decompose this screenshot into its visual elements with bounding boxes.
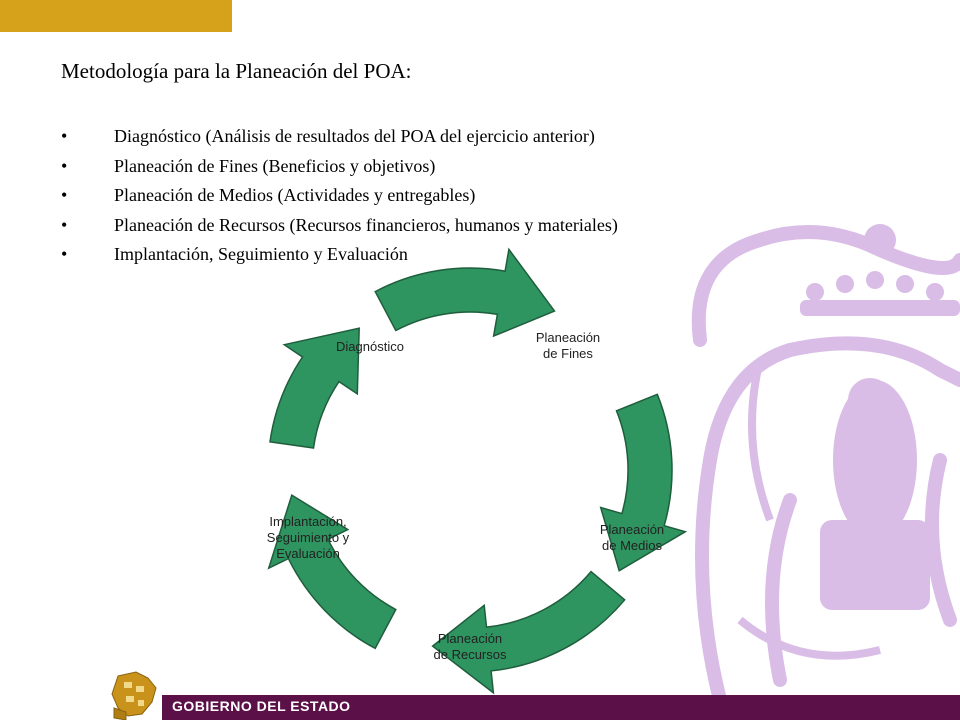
methodology-bullet-list: • Diagnóstico (Análisis de resultados del… xyxy=(61,122,618,270)
bullet-text: Planeación de Recursos (Recursos financi… xyxy=(114,214,618,235)
arrow-diagnostico-to-fines xyxy=(374,247,556,338)
bullet-item: • Planeación de Medios (Actividades y ent… xyxy=(61,181,618,211)
coat-of-arms-watermark xyxy=(691,224,960,700)
footer-bar: GOBIERNO DEL ESTADO xyxy=(162,695,960,720)
bullet-text: Planeación de Medios (Actividades y entr… xyxy=(114,185,476,205)
bullet-dot: • xyxy=(61,185,68,205)
bullet-item: • Planeación de Fines (Beneficios y objet… xyxy=(61,152,618,182)
bullet-dot: • xyxy=(61,244,68,264)
bullet-item: • Diagnóstico (Análisis de resultados del… xyxy=(61,122,618,152)
bullet-text: Planeación de Fines (Beneficios y objeti… xyxy=(114,155,436,176)
bullet-dot: • xyxy=(61,126,68,146)
arrow-medios-to-recursos xyxy=(431,570,626,695)
bullet-text: Diagnóstico (Análisis de resultados del … xyxy=(114,126,595,146)
arrow-fines-to-medios xyxy=(599,393,688,572)
state-logo-icon xyxy=(111,671,157,720)
top-accent-bar xyxy=(0,0,232,32)
bullet-dot: • xyxy=(61,214,68,235)
page-title: Metodología para la Planeación del POA: xyxy=(61,59,412,83)
arrow-recursos-to-implantacion xyxy=(267,493,397,650)
footer-label: GOBIERNO DEL ESTADO xyxy=(172,698,351,714)
arrow-implantacion-to-diagnostico xyxy=(269,327,360,449)
bullet-item: • Implantación, Seguimiento y Evaluación xyxy=(61,240,618,270)
bullet-dot: • xyxy=(61,155,68,176)
stage-label-diagnostico: Diagnóstico xyxy=(336,339,404,354)
bullet-text: Implantación, Seguimiento y Evaluación xyxy=(114,244,408,264)
bullet-item: • Planeación de Recursos (Recursos financ… xyxy=(61,211,618,241)
